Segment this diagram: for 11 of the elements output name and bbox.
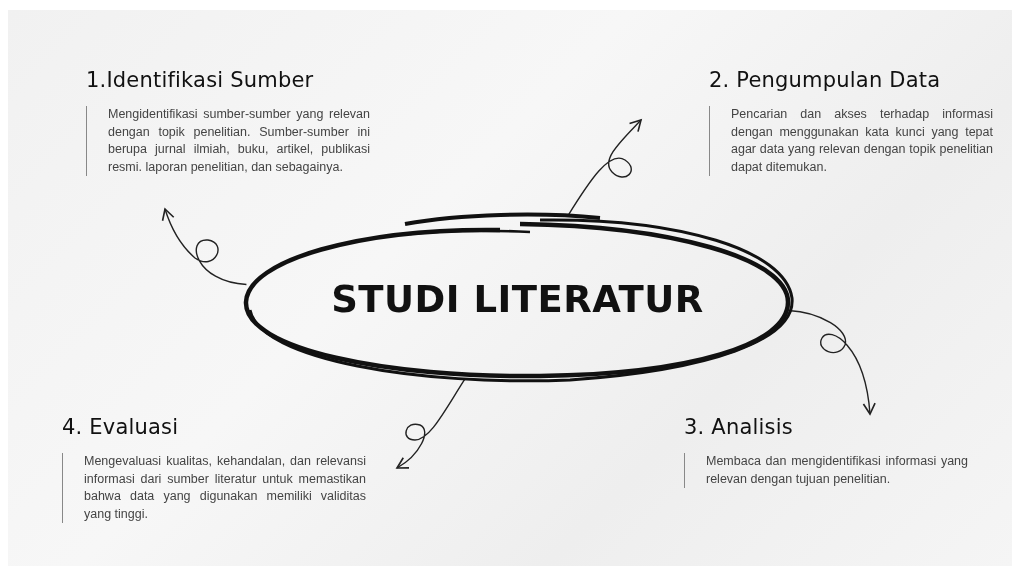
step-heading: 1.Identifikasi Sumber [86,68,315,92]
step-description: Membaca dan mengidentifikasi informasi yang relevan dengan tujuan penelitian. [684,453,968,488]
step-heading: 2. Pengumpulan Data [709,68,942,92]
step-description: Mengevaluasi kualitas, kehandalan, dan relevansi informasi dari sumber literatur untuk memastikan bahwa data yang digunakan memiliki validitas yang tinggi. [62,453,366,523]
step-heading: 4. Evaluasi [62,415,180,439]
curly-arrow [161,208,248,286]
curly-arrow [396,377,466,469]
step-heading: 3. Analisis [684,415,794,439]
step-description: Mengidentifikasi sumber-sumber yang relevan dengan topik penelitian. Sumber-sumber ini berupa jurnal ilmiah, buku, artikel, publikasi resmi. laporan penelitian, dan sebagainya. [86,106,370,176]
step-description: Pencarian dan akses terhadap informasi dengan menggunakan kata kunci yang tepat agar data yang relevan dengan topik penelitian dapat ditemukan. [709,106,993,176]
center-title: STUDI LITERATUR [330,278,705,321]
